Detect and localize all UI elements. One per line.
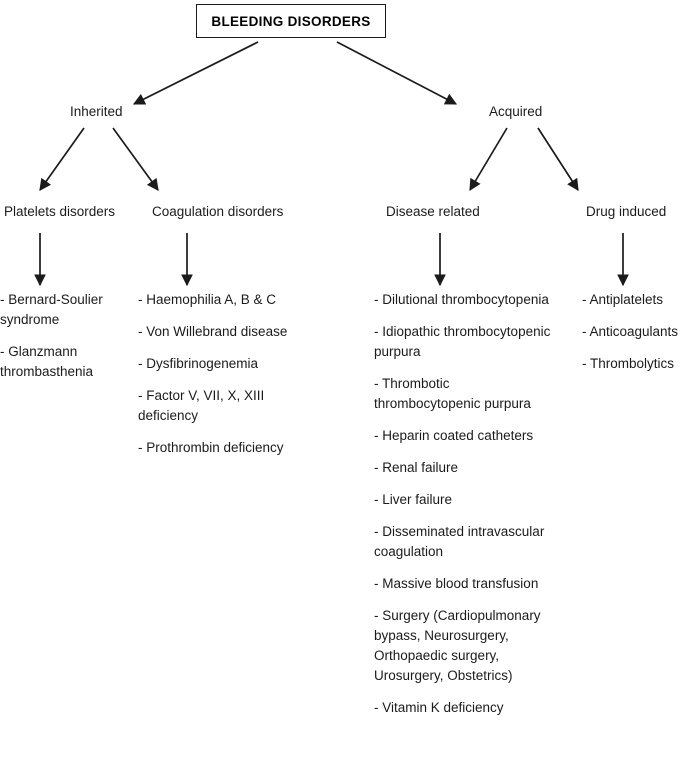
list-item: - Renal failure [374, 460, 459, 475]
arrow-acquired-to-disease [469, 127, 508, 192]
list-item: - Glanzmann thrombasthenia [0, 344, 94, 379]
list-item: - Heparin coated catheters [374, 428, 534, 443]
list-item: - Von Willebrand disease [138, 324, 288, 339]
category-label-platelets-disorders: Platelets disorders [4, 204, 116, 219]
list-item: - Surgery (Cardiopulmonary bypass, Neuro… [374, 608, 541, 683]
list-item: - Liver failure [374, 492, 453, 507]
list-item: - Disseminated intravascular coagulation [374, 524, 545, 559]
root-node-label: BLEEDING DISORDERS [211, 13, 371, 29]
arrow-root-to-acquired [336, 41, 458, 105]
list-item: - Anticoagulants [582, 324, 679, 339]
list-item: - Idiopathic thrombocytopenic purpura [374, 324, 551, 359]
arrow-acquired-to-drug [537, 127, 579, 191]
list-drug-induced: - Antiplatelets - Anticoagulants - Thrombo… [582, 290, 685, 374]
branch-label-inherited: Inherited [70, 104, 123, 119]
root-node-bleeding-disorders: BLEEDING DISORDERS [196, 4, 386, 38]
list-item: - Dilutional thrombocytopenia [374, 292, 549, 307]
arrow-inherited-to-platelets [39, 127, 85, 191]
list-item: - Thrombolytics [582, 356, 675, 371]
arrow-root-to-inherited [132, 41, 259, 105]
list-item: - Bernard-Soulier syndrome [0, 292, 103, 327]
list-coagulation-disorders: - Haemophilia A, B & C - Von Willebrand d… [138, 290, 298, 458]
list-platelets-disorders: - Bernard-Soulier syndrome - Glanzmann th… [0, 290, 118, 382]
list-item: - Vitamin K deficiency [374, 700, 504, 715]
list-item: - Dysfibrinogenemia [138, 356, 259, 371]
list-item: - Haemophilia A, B & C [138, 292, 277, 307]
branch-label-acquired: Acquired [489, 104, 543, 119]
category-label-coagulation-disorders: Coagulation disorders [152, 204, 284, 219]
category-label-disease-related: Disease related [386, 204, 480, 219]
list-item: - Prothrombin deficiency [138, 440, 284, 455]
category-label-drug-induced: Drug induced [586, 204, 667, 219]
list-item: - Factor V, VII, X, XIII deficiency [138, 388, 265, 423]
list-item: - Massive blood transfusion [374, 576, 539, 591]
list-item: - Thrombotic thrombocytopenic purpura [374, 376, 531, 411]
arrow-inherited-to-coagulation [112, 127, 159, 191]
list-disease-related: - Dilutional thrombocytopenia - Idiopathi… [374, 290, 558, 718]
list-item: - Antiplatelets [582, 292, 664, 307]
